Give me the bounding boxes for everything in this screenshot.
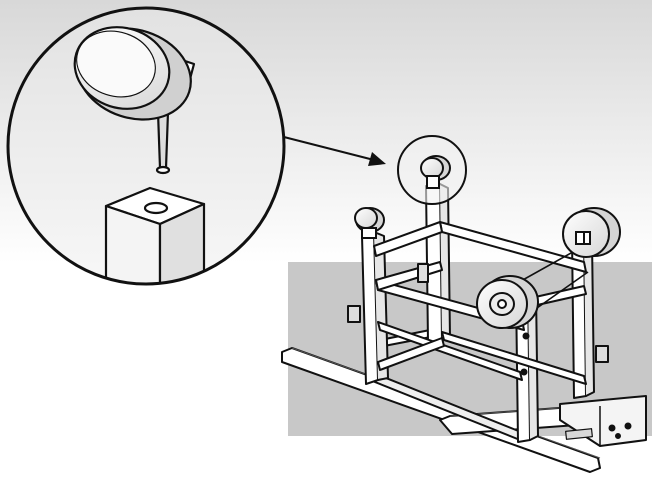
bracket-right (595, 345, 609, 363)
frame-assembly (281, 183, 647, 473)
arrow-right-icon (279, 135, 386, 166)
large-pulley-front (476, 275, 539, 329)
target-wheel (420, 155, 451, 189)
bracket-left (347, 305, 361, 323)
bracket-center (417, 263, 429, 283)
large-wheel-right (562, 207, 621, 258)
detail-wheel (73, 26, 196, 121)
small-wheel-left (354, 207, 385, 239)
magnified-detail-circle (6, 6, 286, 286)
detail-shaft (155, 110, 171, 175)
